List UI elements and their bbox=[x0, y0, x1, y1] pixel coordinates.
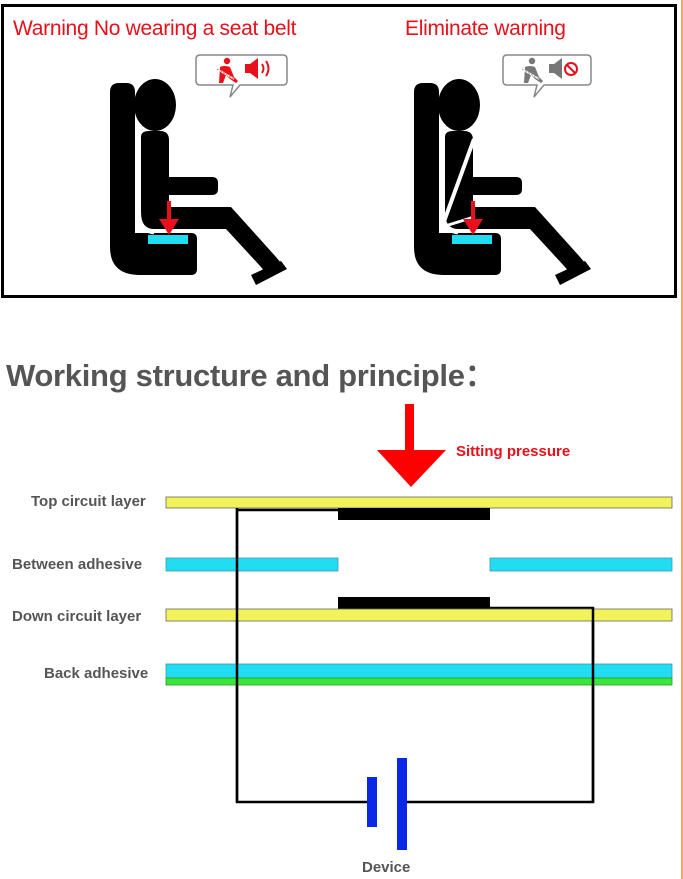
back-adhesive-label: Back adhesive bbox=[44, 665, 149, 682]
battery-icon bbox=[367, 758, 407, 850]
person-head bbox=[134, 79, 176, 131]
person-head bbox=[438, 79, 480, 131]
sitting-pressure-arrow bbox=[377, 404, 446, 487]
warning-title: Warning No wearing a seat belt bbox=[13, 17, 297, 40]
seat-sensor-pad bbox=[148, 235, 188, 244]
seat-back bbox=[110, 83, 197, 275]
seatbelt-warning-panel: Warning No wearing a seat belt Eliminate… bbox=[1, 4, 677, 298]
warning-speech-bubble bbox=[195, 54, 288, 98]
between-adhesive-right bbox=[489, 557, 673, 572]
page-edge bbox=[681, 0, 683, 879]
speaker-sound-icon bbox=[245, 58, 270, 79]
seat-back bbox=[414, 83, 501, 275]
section-heading: Working structure and principle： bbox=[6, 358, 496, 393]
back-adhesive-layer bbox=[165, 663, 673, 679]
down-circuit-label: Down circuit layer bbox=[12, 608, 142, 625]
person-foot bbox=[251, 261, 287, 285]
right-scene bbox=[414, 54, 592, 285]
seat-belt bbox=[440, 138, 476, 228]
seatbelt-person-icon bbox=[216, 57, 238, 83]
between-adhesive-left bbox=[165, 557, 339, 572]
between-adhesive-label: Between adhesive bbox=[12, 556, 143, 573]
device-label: Device bbox=[362, 859, 411, 876]
top-circuit-layer bbox=[165, 496, 673, 509]
left-scene bbox=[110, 54, 288, 285]
person-torso bbox=[141, 131, 281, 273]
person-torso bbox=[445, 131, 585, 273]
base-film-layer bbox=[165, 677, 673, 686]
top-contact-pad bbox=[338, 508, 490, 520]
circuit-wire bbox=[235, 508, 595, 804]
top-circuit-label: Top circuit layer bbox=[31, 493, 146, 510]
seat-sensor-pad bbox=[452, 235, 492, 244]
down-arrow-icon bbox=[159, 201, 179, 235]
sitting-pressure-label: Sitting pressure bbox=[456, 443, 571, 460]
muted-speech-bubble bbox=[502, 54, 592, 98]
speaker-muted-icon bbox=[549, 58, 578, 79]
person-foot bbox=[555, 261, 591, 285]
eliminate-warning-title: Eliminate warning bbox=[405, 17, 566, 40]
down-arrow-icon bbox=[463, 201, 483, 235]
seatbelt-person-icon bbox=[521, 57, 543, 83]
down-circuit-layer bbox=[165, 608, 673, 622]
seat-illustrations bbox=[110, 54, 592, 285]
bottom-contact-pad bbox=[338, 597, 490, 609]
